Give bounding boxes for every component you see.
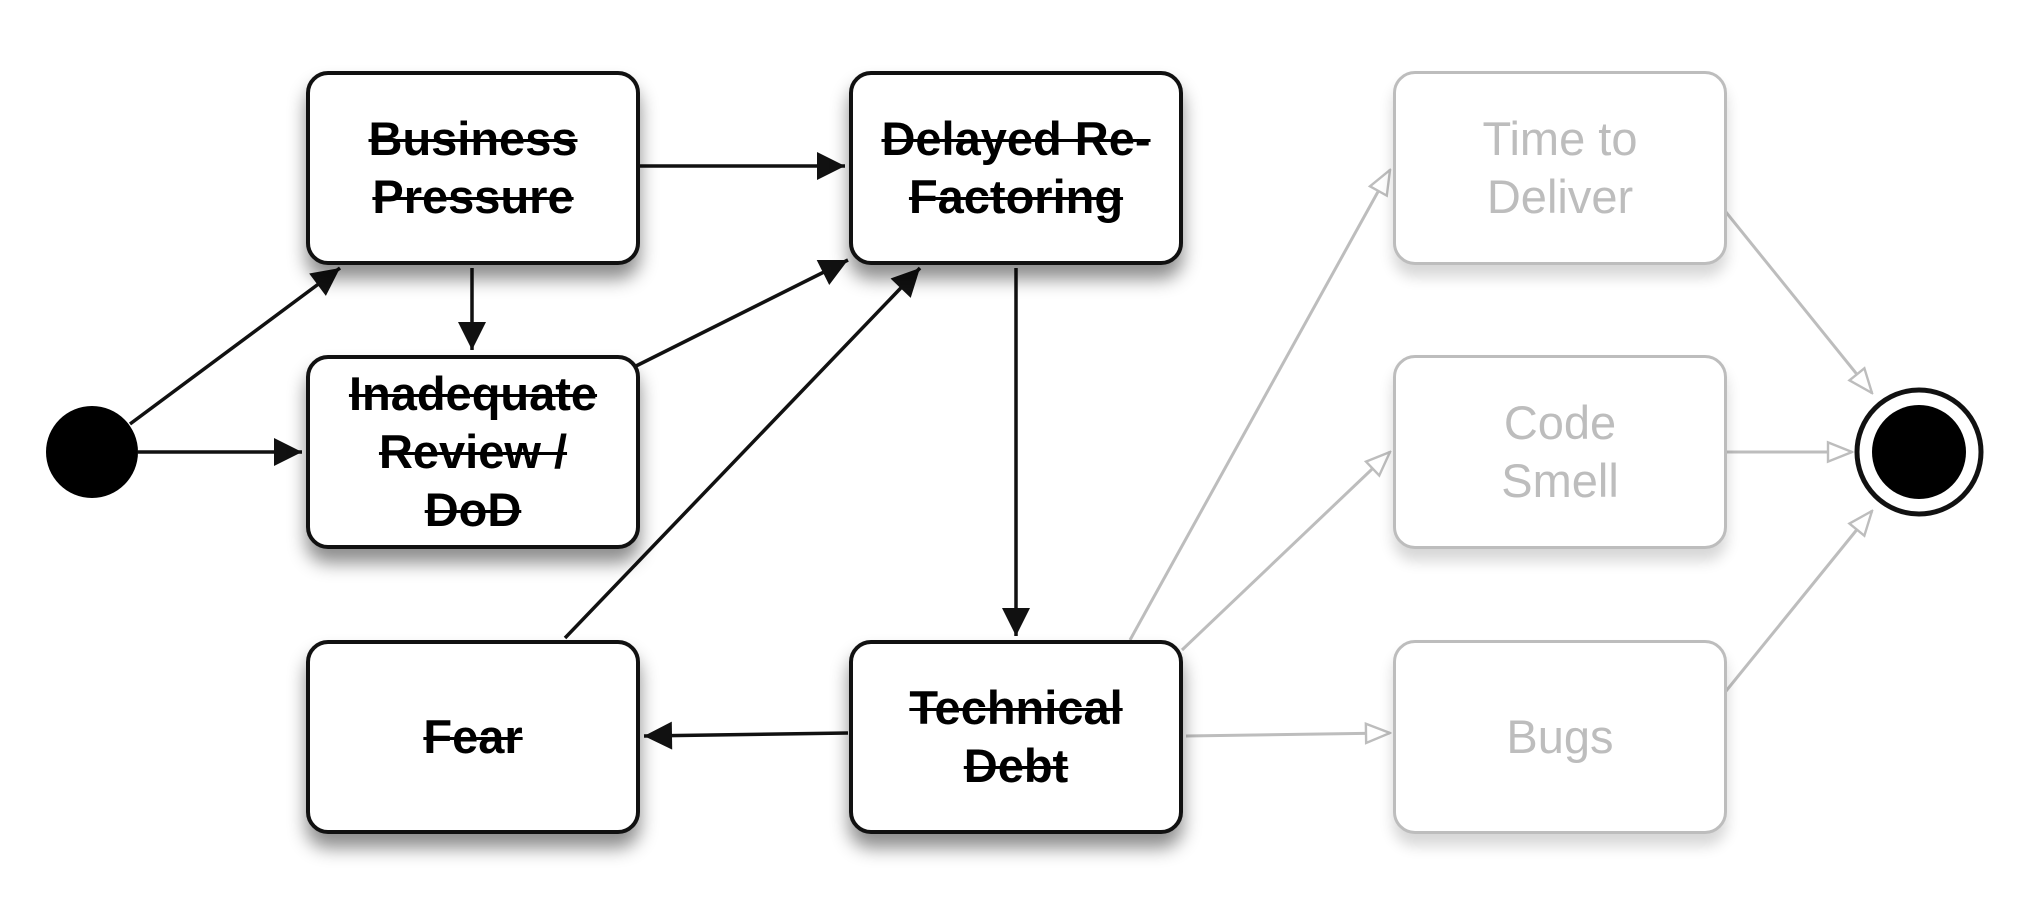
node-technical-debt: Technical Debt xyxy=(849,640,1183,834)
final-state xyxy=(1854,387,1984,517)
node-time-to-deliver: Time to Deliver xyxy=(1393,71,1727,265)
node-label-line: Fear xyxy=(423,710,523,763)
node-label-line: Business xyxy=(368,112,578,165)
node-business-pressure: Business Pressure xyxy=(306,71,640,265)
node-label-line: Time to xyxy=(1482,112,1638,165)
edge-fear-to-delayed xyxy=(563,266,922,640)
node-inadequate-review-dod: Inadequate Review / DoD xyxy=(306,355,640,549)
node-label-line: Technical xyxy=(909,681,1123,734)
node-label-line: Pressure xyxy=(372,170,574,223)
node-label-line: Smell xyxy=(1501,454,1619,507)
edge-technical-to-fear xyxy=(643,721,849,750)
node-label-line: Inadequate xyxy=(348,367,598,420)
node-label-line: Delayed Re- xyxy=(881,112,1151,165)
node-delayed-refactoring: Delayed Re- Factoring xyxy=(849,71,1183,265)
edge-technical-to-bugs xyxy=(1185,733,1390,736)
node-label-line: Deliver xyxy=(1486,170,1634,223)
initial-state xyxy=(46,406,138,498)
edge-technical-to-code xyxy=(1180,452,1390,652)
node-label-line: Bugs xyxy=(1506,710,1614,763)
node-bugs: Bugs xyxy=(1393,640,1727,834)
node-label-line: Factoring xyxy=(908,170,1124,223)
node-label-line: Code xyxy=(1503,396,1617,449)
node-fear: Fear xyxy=(306,640,640,834)
node-code-smell: Code Smell xyxy=(1393,355,1727,549)
edge-inadequate-to-delayed xyxy=(635,258,849,368)
edge-technical-to-time xyxy=(1128,170,1390,641)
node-label-line: Review / xyxy=(378,425,568,478)
node-label-line: DoD xyxy=(424,483,522,536)
edge-start-to-business xyxy=(128,266,342,426)
node-label-line: Debt xyxy=(963,739,1069,792)
